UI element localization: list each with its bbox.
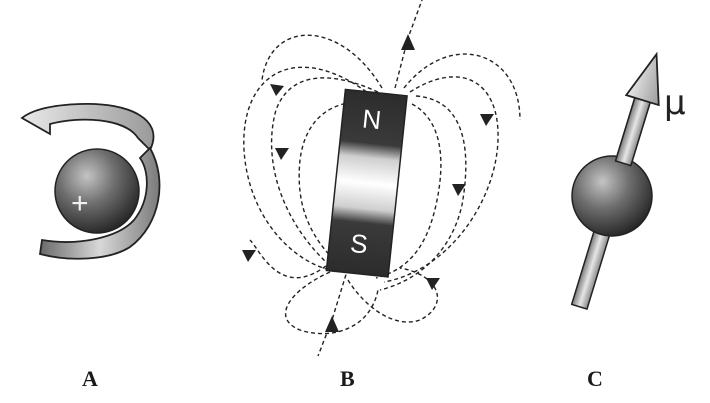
rotation-arrow-icon [20,103,155,152]
charge-symbol: + [71,187,89,220]
bar-magnet: N S [325,88,408,278]
arrow-up-icon [401,34,415,50]
panel-a-spinning-charge: + [20,103,161,260]
arrow-down-icon [480,114,494,126]
magnetic-field-lines [243,0,521,357]
arrow-down-icon [452,184,466,196]
panel-label-a: A [82,366,98,391]
moment-symbol: μ [664,83,686,123]
panel-label-c: C [587,366,603,391]
particle-sphere [571,155,653,237]
charged-sphere [54,148,140,234]
rotation-ribbon [38,146,161,260]
panel-c-magnetic-moment: μ [570,51,686,310]
moment-arrow-icon [624,51,660,107]
panel-b-bar-magnet: N S [242,0,521,357]
field-direction-arrows [242,34,494,332]
arrow-down-icon [275,148,289,160]
north-pole-label: N [361,103,383,135]
arrow-up-icon [325,316,339,332]
arrow-down-icon [426,278,440,290]
arrow-down-icon [242,250,256,262]
panel-label-b: B [340,366,355,391]
arrow-down-icon [270,84,284,96]
south-pole-label: S [349,228,369,260]
